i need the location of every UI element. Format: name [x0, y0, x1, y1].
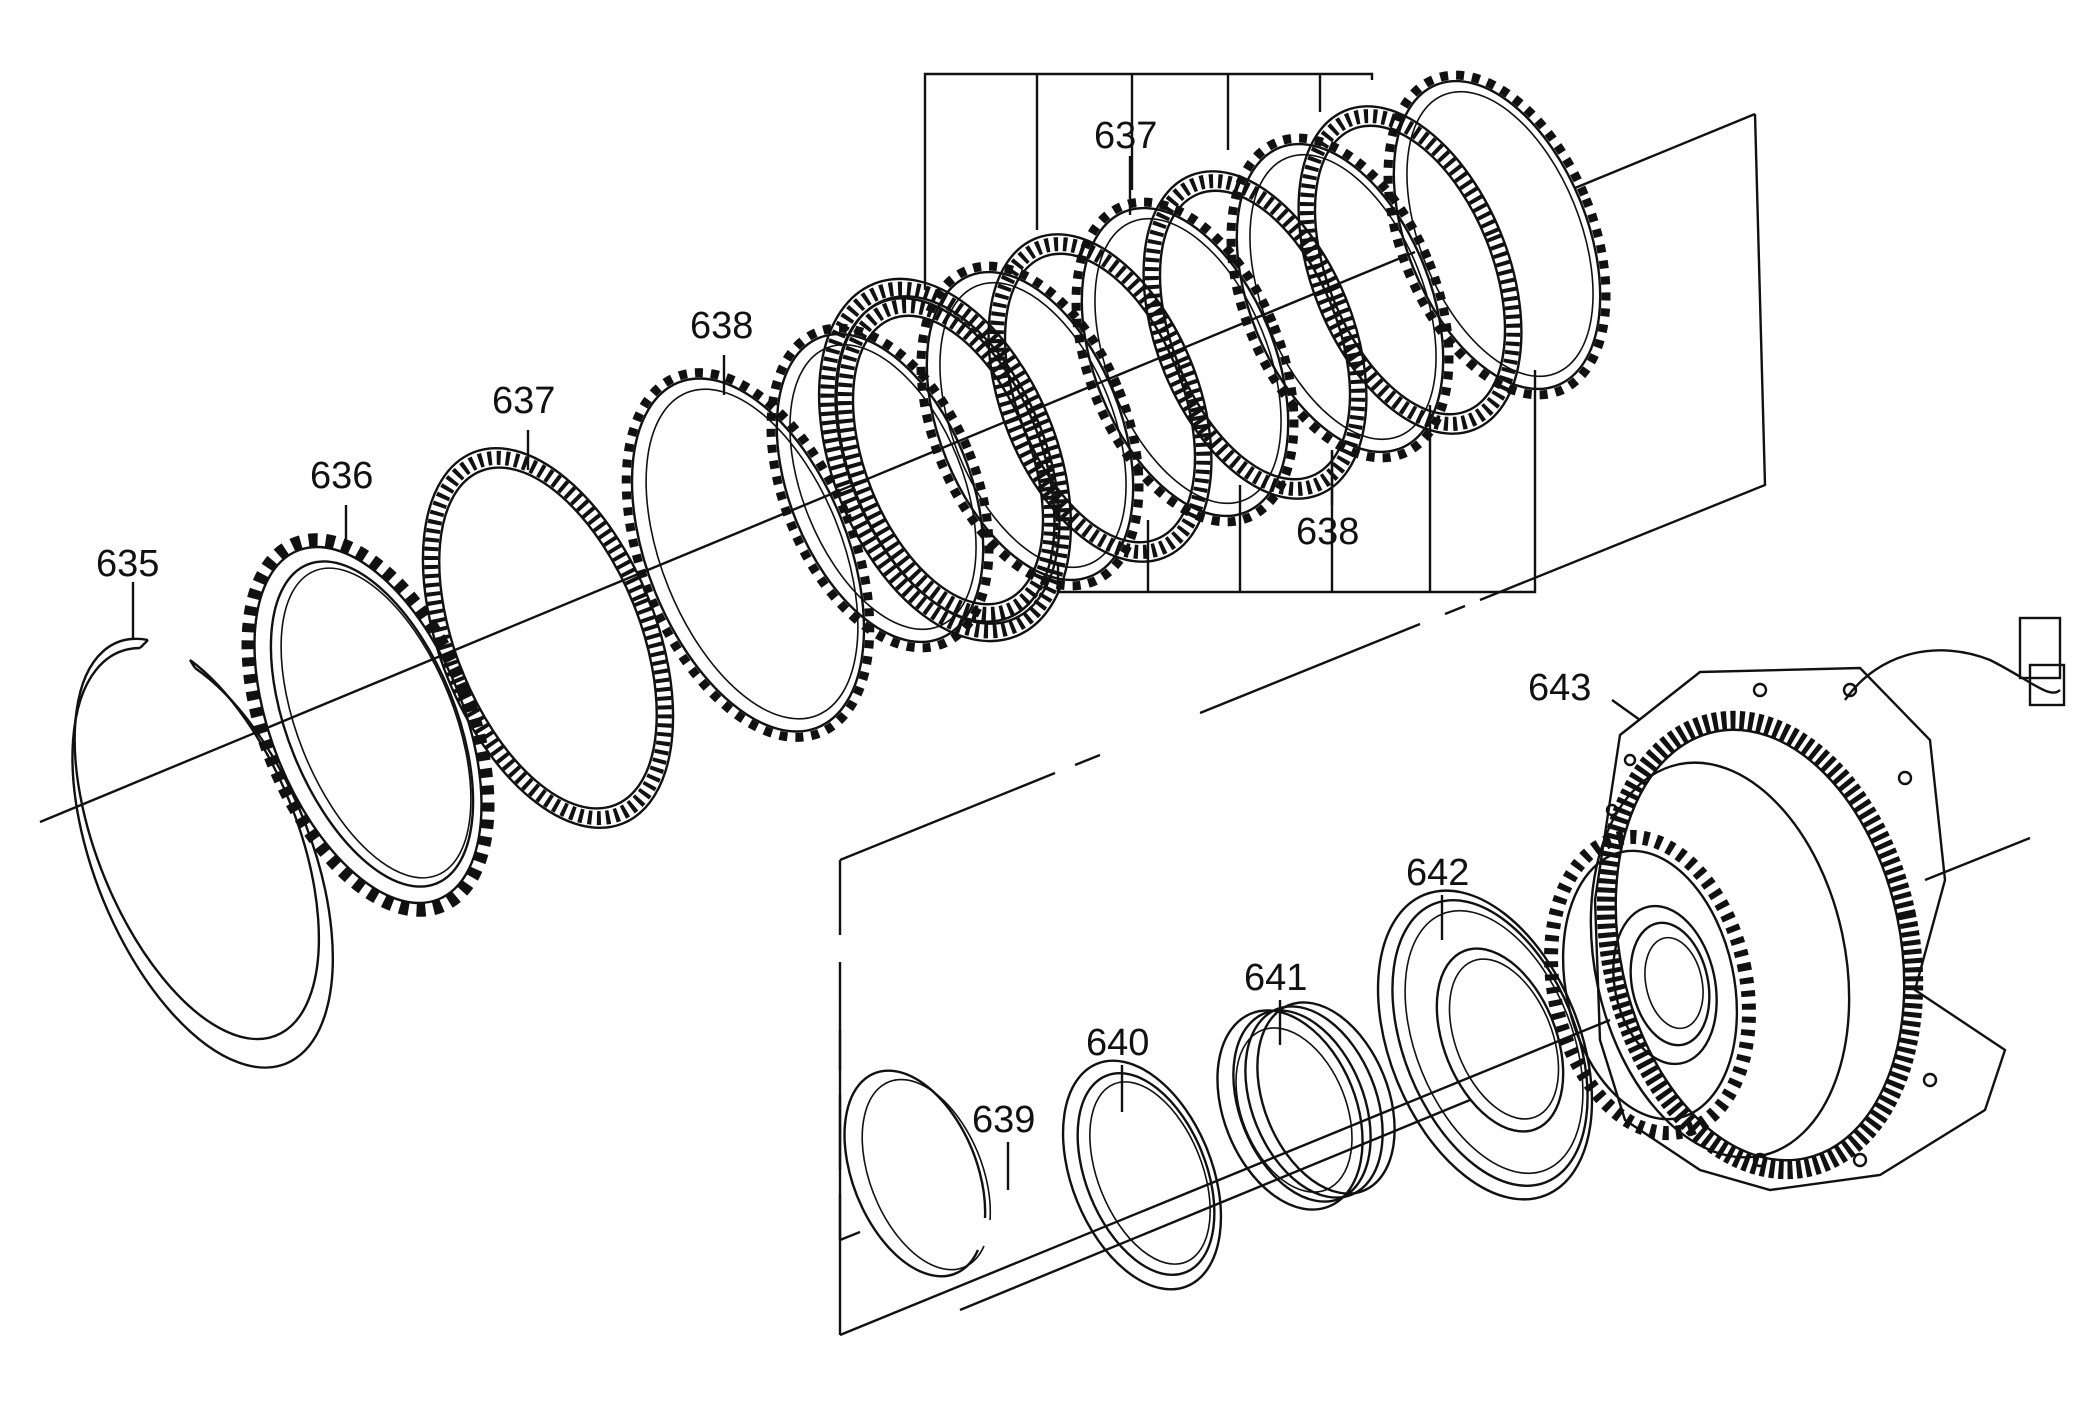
label-637-left: 637 [492, 380, 555, 422]
clutch-pack-steel-plate [1226, 133, 1454, 463]
label-639: 639 [972, 1099, 1035, 1141]
upper-bracket-frame [923, 72, 1537, 594]
clutch-pack-steel-plate [916, 261, 1144, 591]
part-643-housing [1544, 616, 2066, 1192]
label-636: 636 [310, 455, 373, 497]
clutch-pack [766, 70, 1611, 653]
lower-frame [838, 1000, 1611, 1337]
part-640-seal [1061, 1059, 1223, 1291]
part-641-sleeve [1216, 1001, 1396, 1211]
part-642-piston [1376, 889, 1594, 1201]
label-638-left: 638 [690, 305, 753, 347]
upper-axis [39, 112, 1756, 824]
connector-harness [1844, 616, 2066, 707]
label-637-right: 637 [1094, 115, 1157, 157]
part-635-snap-ring [71, 637, 334, 1069]
label-635: 635 [96, 543, 159, 585]
housing-bolt-holes [1605, 682, 1938, 1168]
label-640: 640 [1086, 1022, 1149, 1064]
leader-lines [131, 156, 1641, 1190]
frame-connector-lines [838, 113, 1767, 1242]
label-642: 642 [1406, 852, 1469, 894]
clutch-pack-friction-plate-front [817, 277, 1073, 643]
clutch-pack-friction-plate [1297, 105, 1523, 435]
part-labels: 635 636 637 638 637 638 639 640 641 642 … [96, 115, 1591, 1141]
part-637-friction-plate-left [421, 447, 675, 829]
label-643: 643 [1528, 667, 1591, 709]
label-641: 641 [1244, 957, 1307, 999]
part-639-snap-ring [843, 1069, 992, 1278]
clutch-pack-friction-plate [987, 233, 1213, 563]
clutch-pack-steel-plate [1071, 197, 1299, 527]
clutch-pack-friction-plate [1142, 170, 1368, 500]
label-638-right: 638 [1296, 511, 1359, 553]
